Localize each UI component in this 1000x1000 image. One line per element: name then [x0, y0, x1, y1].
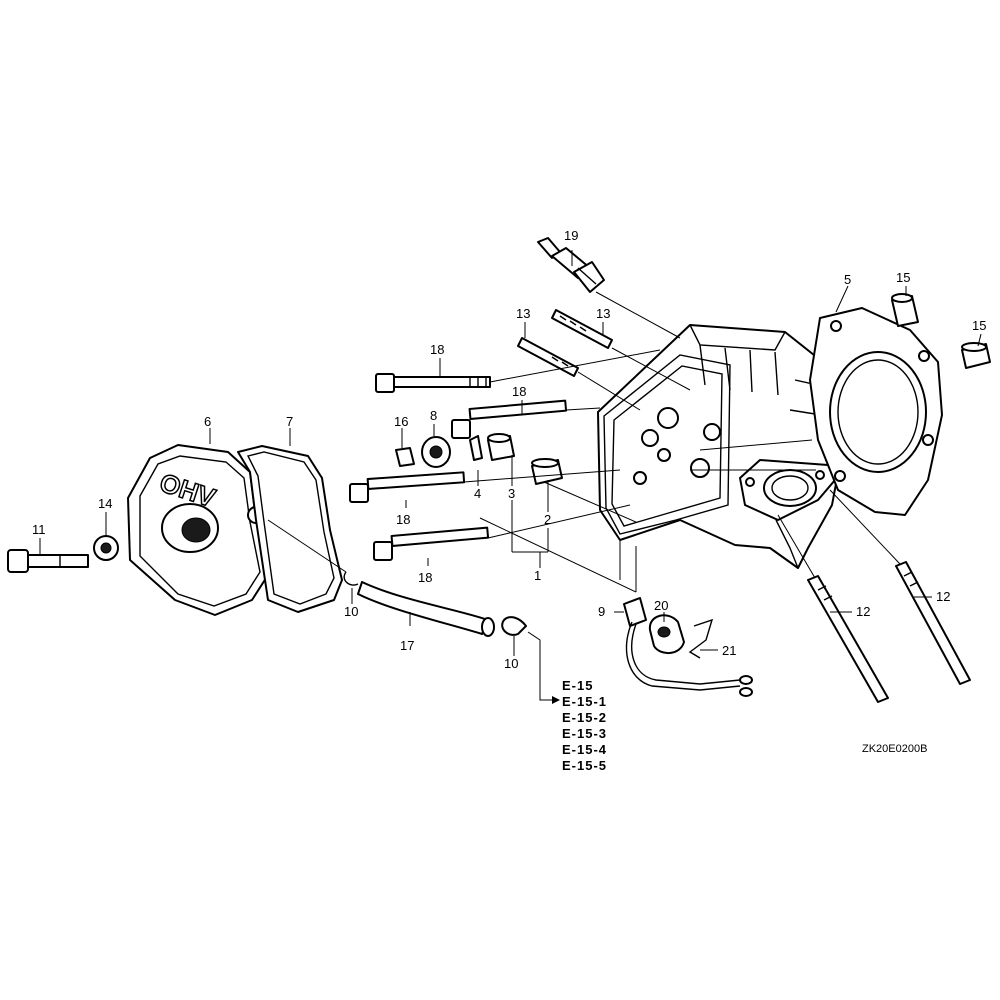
callout-4: 4 [474, 486, 481, 501]
spark-plug-part [537, 237, 605, 293]
head-cover-part: OHV [127, 444, 269, 616]
callout-13: 13 [596, 306, 610, 321]
callout-6: 6 [204, 414, 211, 429]
dowel-pin-part [961, 342, 991, 369]
valve-guide-part [531, 458, 563, 485]
reference-list: E-15 E-15-1 E-15-2 E-15-3 E-15-4 E-15-5 [562, 678, 607, 773]
callout-18: 18 [512, 384, 526, 399]
callout-16: 16 [394, 414, 408, 429]
bolt-part [7, 549, 89, 573]
part-callouts: 1 2 3 4 5 6 7 8 9 10 10 11 12 12 13 13 1… [32, 228, 986, 671]
wire-clip-part [688, 618, 714, 659]
callout-18: 18 [396, 512, 410, 527]
flange-bolt-part [375, 373, 491, 393]
reference-code: E-15 [562, 678, 593, 693]
stud-bolt-part [517, 337, 579, 377]
tube-clamp-part [343, 571, 359, 586]
reference-code: E-15-1 [562, 694, 607, 709]
callout-20: 20 [654, 598, 668, 613]
callout-10: 10 [344, 604, 358, 619]
callout-2: 2 [544, 512, 551, 527]
oil-seal-part [421, 436, 451, 468]
callout-3: 3 [508, 486, 515, 501]
callout-12: 12 [936, 589, 950, 604]
leader-lines [39, 250, 982, 704]
callout-21: 21 [722, 643, 736, 658]
callout-7: 7 [286, 414, 293, 429]
reference-code: E-15-3 [562, 726, 607, 741]
flange-bolt-part [373, 526, 490, 561]
callout-19: 19 [564, 228, 578, 243]
stud-bolt-part [895, 561, 971, 685]
callout-17: 17 [400, 638, 414, 653]
clip-part [469, 435, 483, 461]
callout-15: 15 [896, 270, 910, 285]
reference-code: E-15-2 [562, 710, 607, 725]
callout-11: 11 [32, 522, 46, 537]
oil-sensor-part [623, 597, 753, 697]
callout-5: 5 [844, 272, 851, 287]
callout-8: 8 [430, 408, 437, 423]
reference-code: E-15-5 [562, 758, 607, 773]
breather-tube-part [357, 581, 495, 637]
flange-bolt-part [349, 471, 466, 503]
dowel-pin-part [891, 293, 919, 327]
valve-guide-part [487, 433, 515, 461]
callout-14: 14 [98, 496, 112, 511]
cylinder-head-gasket-part [809, 307, 943, 516]
stud-bolt-part [551, 309, 613, 349]
callout-18: 18 [418, 570, 432, 585]
callout-12: 12 [856, 604, 870, 619]
callout-9: 9 [598, 604, 605, 619]
cylinder-head-part [597, 324, 849, 569]
drawing-code: ZK20E0200B [862, 743, 927, 755]
washer-part [93, 535, 119, 561]
callout-15: 15 [972, 318, 986, 333]
callout-13: 13 [516, 306, 530, 321]
tube-clamp-part [501, 616, 527, 636]
rubber-boot-part [648, 614, 685, 654]
callout-18: 18 [430, 342, 444, 357]
nut-part [395, 447, 415, 467]
head-cover-gasket-part [237, 445, 343, 613]
stud-bolt-part [807, 575, 889, 703]
callout-10: 10 [504, 656, 518, 671]
flange-bolt-part [451, 399, 568, 439]
callout-1: 1 [534, 568, 541, 583]
reference-code: E-15-4 [562, 742, 607, 757]
